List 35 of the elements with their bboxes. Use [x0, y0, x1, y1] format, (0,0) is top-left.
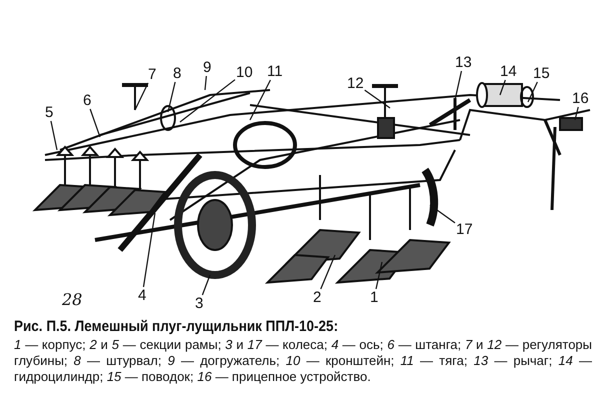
figure-caption: 1 — корпус; 2 и 5 — секции рамы; 3 и 17 — колеса; 4 — ось; 6 — штанга; 7 и 12 — регуляторы глубины; 8 — штурвал; 9 — догружатель; 10 — кронштейн; 11 — тяга; 13 — рычаг; 14 — гидроцилиндр; 15 — поводок; 16 — прицепное устройство.	[14, 337, 592, 385]
handwritten-note: 28	[62, 290, 82, 309]
leader-line	[249, 80, 271, 120]
callout-number: 10	[236, 65, 253, 80]
leader-line	[527, 82, 538, 102]
callout-number: 16	[572, 91, 589, 106]
leader-line	[142, 212, 156, 288]
callout-number: 4	[138, 288, 146, 303]
callout-number: 9	[203, 60, 212, 75]
leader-line	[454, 70, 462, 100]
leader-line	[134, 82, 149, 110]
callout-number: 15	[533, 66, 550, 81]
figure-title: Рис. П.5. Лемешный плуг-лущильник ППЛ-10-25:	[14, 318, 338, 335]
callout-number: 7	[148, 67, 156, 82]
callout-number: 2	[313, 290, 322, 305]
leader-line	[167, 82, 176, 112]
callout-number: 17	[456, 222, 473, 237]
leader-line	[202, 274, 211, 296]
callout-number: 5	[45, 105, 54, 120]
callout-number: 8	[173, 66, 182, 81]
callout-number: 6	[83, 93, 92, 108]
callout-number: 3	[195, 296, 204, 311]
callout-number: 11	[267, 64, 283, 79]
leader-line	[320, 254, 336, 290]
callout-number: 1	[370, 290, 378, 305]
callout-number: 14	[500, 64, 517, 79]
callout-number: 13	[455, 55, 472, 70]
leader-line	[204, 76, 207, 90]
leader-line	[180, 79, 236, 122]
leader-line	[574, 106, 579, 120]
callout-number: 12	[347, 76, 364, 91]
leader-line	[430, 204, 456, 224]
leader-line	[50, 120, 58, 150]
leader-line	[499, 80, 506, 96]
leader-line	[90, 108, 101, 138]
